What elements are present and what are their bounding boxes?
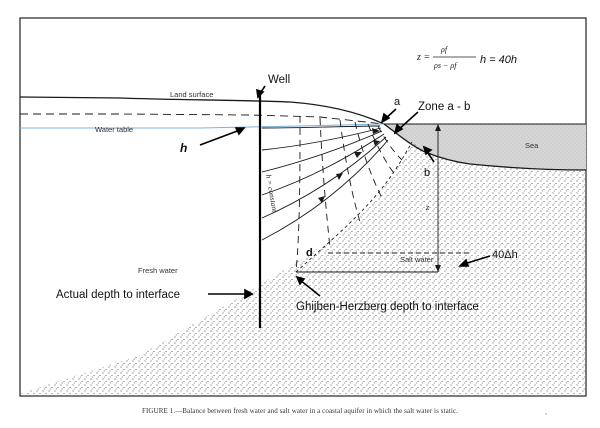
zone-label: Zone a - b: [418, 101, 470, 113]
equation-rhs: h = 40h: [480, 54, 517, 66]
b-label: b: [424, 167, 430, 179]
figure-caption: FIGURE 1.—Balance between fresh water an…: [142, 407, 458, 415]
z-arrow-top: [435, 124, 441, 131]
d-label: d: [306, 247, 313, 259]
seafloor-line: [383, 123, 587, 171]
water-table-label: Water table: [95, 125, 133, 134]
flow-lines: [261, 125, 389, 241]
equation-lhs: z =: [416, 52, 430, 63]
h-label: h: [180, 141, 187, 155]
salt-water-label: Salt water: [400, 255, 434, 264]
land-surface-label: Land surface: [170, 90, 213, 99]
water-table-line: [20, 123, 385, 129]
flow-arrowheads: [318, 128, 380, 203]
well-label: Well: [268, 74, 290, 86]
fresh-water-label: Fresh water: [138, 266, 178, 275]
stray-mark: ,: [545, 409, 547, 416]
interface-boundary: [295, 141, 413, 273]
a-label: a: [394, 96, 401, 108]
land-surface-line: [19, 96, 385, 125]
equation-denominator: ρs − ρf: [433, 61, 458, 70]
pointer-arrows: [199, 85, 491, 300]
delta-h-label: 40Δh: [492, 249, 518, 261]
equation-numerator: ρf: [440, 45, 449, 54]
sea-area: [384, 124, 586, 170]
salt-water-region: [20, 142, 586, 394]
sea-label: Sea: [525, 141, 539, 150]
water-table-dashed: [20, 113, 385, 125]
z-label: z: [425, 203, 430, 212]
z-arrow-bottom: [435, 265, 441, 272]
actual-depth-label: Actual depth to interface: [56, 289, 180, 301]
ghijben-depth-label: Ghijben-Herzberg depth to interface: [296, 301, 479, 313]
